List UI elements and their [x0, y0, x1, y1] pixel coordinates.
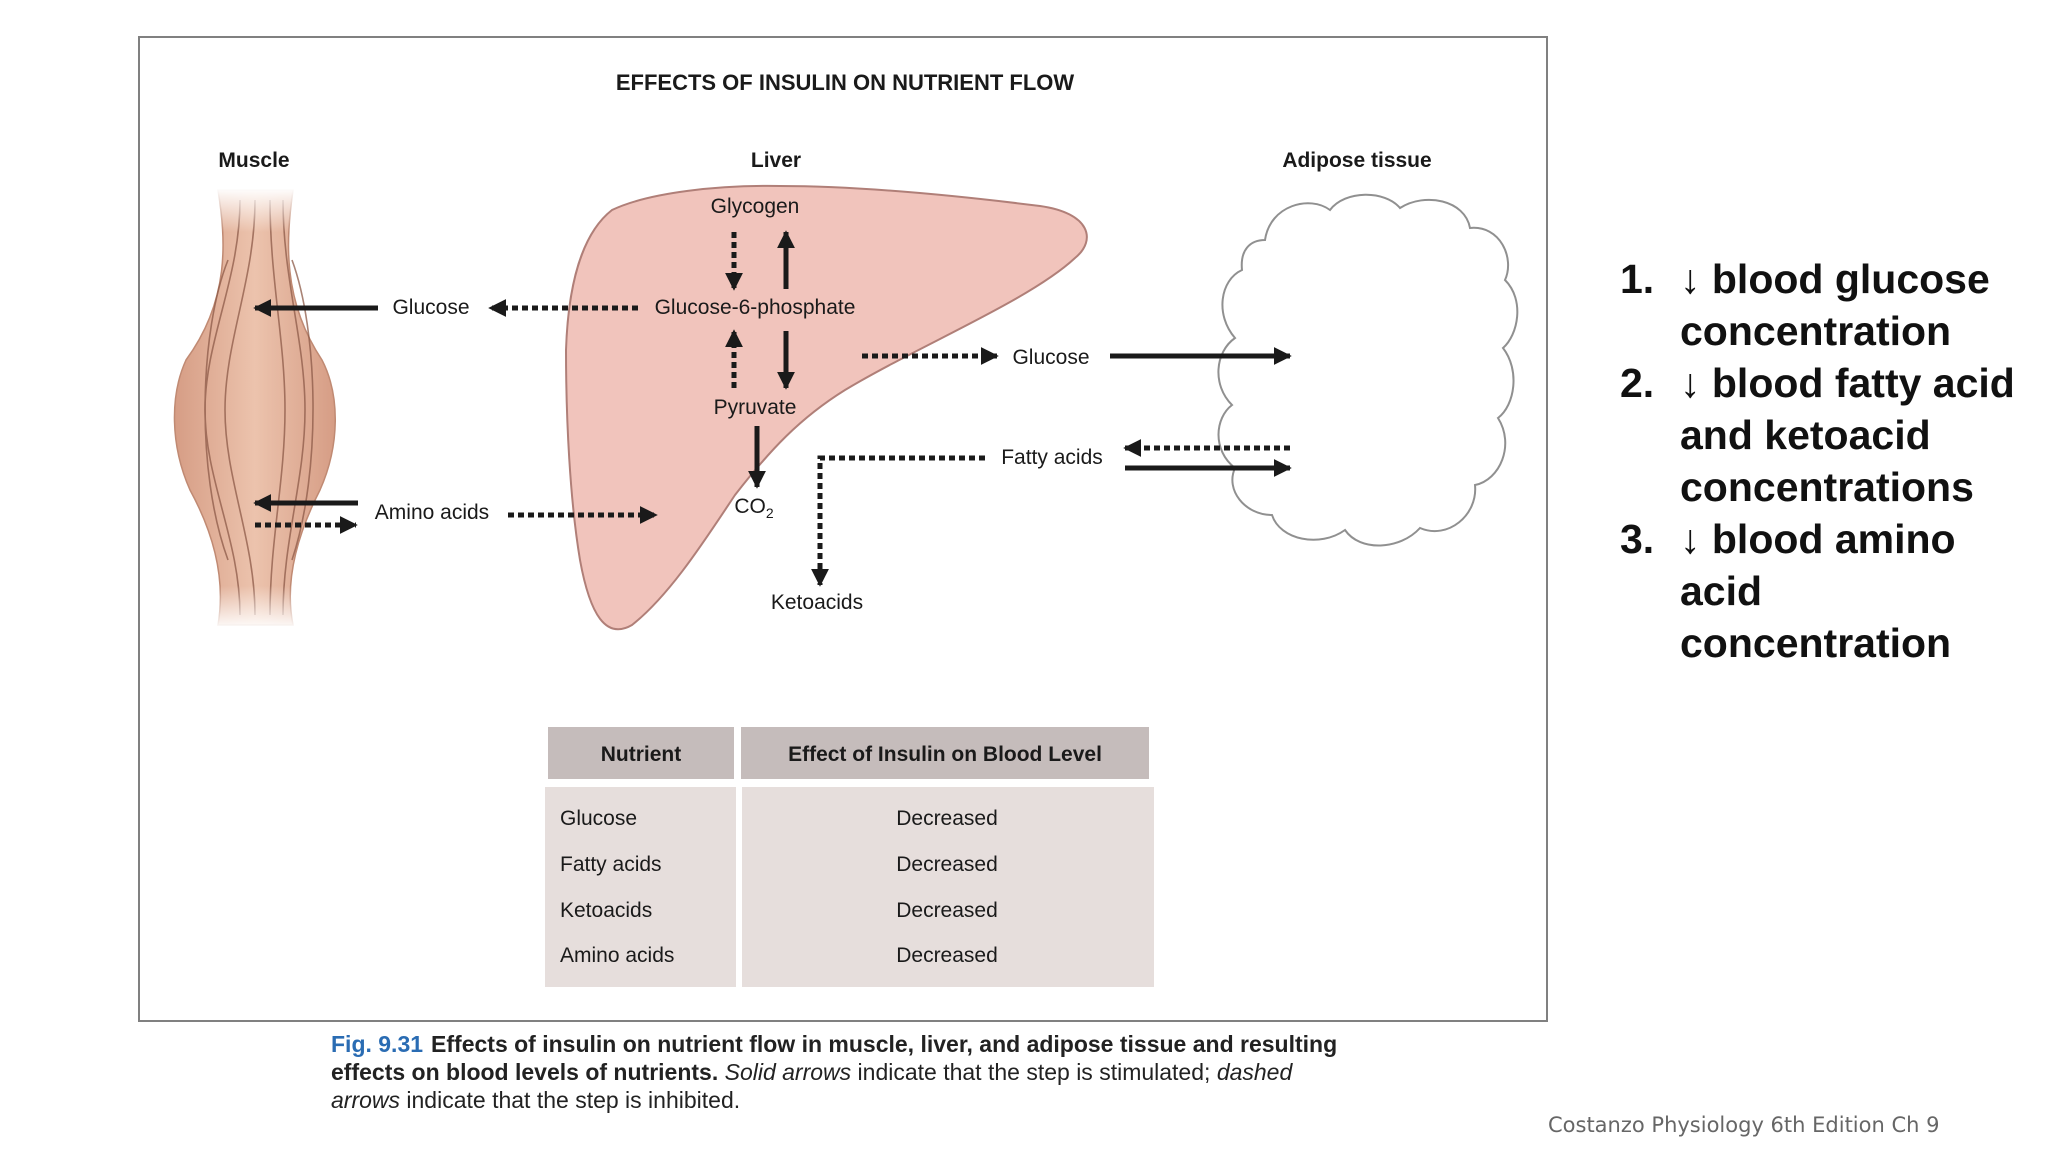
table-body-nutrient — [545, 787, 736, 987]
table-header-effect — [741, 727, 1149, 779]
table-body-effect — [742, 787, 1154, 987]
label-amino-acids: Amino acids — [375, 501, 489, 524]
label-glucose-muscle: Glucose — [392, 296, 469, 319]
arrow-ketogenesis-dashed — [811, 455, 985, 587]
muscle-heading: Muscle — [218, 149, 289, 172]
insulin-effects-list: 1.↓ blood glucose concentration 2.↓ bloo… — [1620, 253, 2040, 669]
label-fatty-acids: Fatty acids — [1001, 446, 1103, 469]
table-row-effect: Decreased — [896, 807, 998, 830]
table-row-effect: Decreased — [896, 944, 998, 967]
caption-dashed-rest: indicate that the step is inhibited. — [400, 1087, 741, 1113]
caption-bold-text: Effects of insulin on nutrient flow in m… — [331, 1031, 1338, 1085]
caption-dashed-term: dashed arrows — [331, 1059, 1293, 1113]
list-item: 2.↓ blood fatty acid and ketoacid concen… — [1620, 360, 2015, 510]
label-pyruvate: Pyruvate — [714, 396, 797, 419]
table-row-nutrient: Glucose — [560, 807, 637, 830]
muscle-shape — [170, 188, 340, 630]
list-item: 3.↓ blood amino acid concentration — [1620, 516, 1956, 666]
table-row-effect: Decreased — [896, 853, 998, 876]
label-glucose-adipose: Glucose — [1012, 346, 1089, 369]
adipose-shape — [1217, 193, 1519, 547]
source-credit: Costanzo Physiology 6th Edition Ch 9 — [1548, 1113, 1940, 1137]
table-header-effect-text: Effect of Insulin on Blood Level — [788, 743, 1102, 766]
liver-heading: Liver — [751, 149, 801, 172]
label-co2: CO2 — [734, 495, 774, 521]
insulin-effect-table: Nutrient Effect of Insulin on Blood Leve… — [545, 727, 1154, 987]
list-item: 1.↓ blood glucose concentration — [1620, 256, 1990, 354]
label-ketoacids: Ketoacids — [771, 591, 863, 614]
adipose-heading: Adipose tissue — [1282, 149, 1431, 172]
table-row-nutrient: Ketoacids — [560, 899, 652, 922]
caption-solid-rest: indicate that the step is stimulated; — [851, 1059, 1211, 1085]
table-row-effect: Decreased — [896, 899, 998, 922]
label-glycogen: Glycogen — [711, 195, 800, 218]
flow-arrows — [253, 230, 1292, 534]
table-header-nutrient-text: Nutrient — [601, 743, 682, 766]
caption-solid-term: Solid arrows — [724, 1059, 852, 1085]
liver-shape — [564, 184, 1088, 631]
label-glucose-6-phosphate: Glucose-6-phosphate — [655, 296, 856, 319]
table-header-nutrient — [548, 727, 734, 779]
table-row-nutrient: Fatty acids — [560, 853, 662, 876]
figure-title: EFFECTS OF INSULIN ON NUTRIENT FLOW — [616, 70, 1075, 95]
table-row-nutrient: Amino acids — [560, 944, 674, 967]
figure-number: Fig. 9.31 — [331, 1031, 424, 1057]
